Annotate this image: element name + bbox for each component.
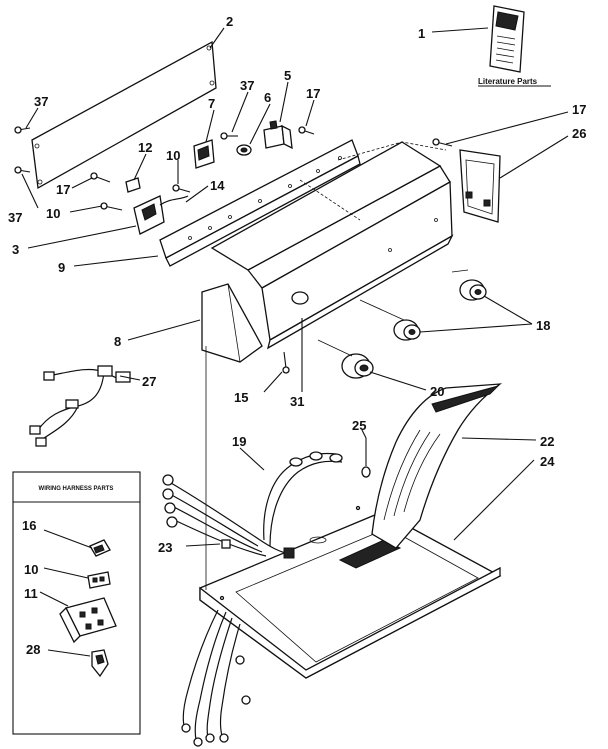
wire-harness-part xyxy=(29,365,131,447)
callout-7: 7 xyxy=(208,96,215,111)
callout-12: 12 xyxy=(138,140,152,155)
end-cap-right-part xyxy=(459,149,501,223)
callout-8: 8 xyxy=(114,334,121,349)
main-wire-harness-part xyxy=(162,451,343,559)
callout-6: 6 xyxy=(264,90,271,105)
terminal-part xyxy=(91,649,109,678)
callout-20: 20 xyxy=(430,384,444,399)
rear-panel-part xyxy=(31,40,217,190)
callout-22: 22 xyxy=(540,434,554,449)
callout-labels: 1 2 3 5 6 7 8 9 10 10 10 11 12 14 15 16 … xyxy=(8,14,586,657)
callout-27: 27 xyxy=(142,374,156,389)
clip-part xyxy=(221,539,231,549)
callout-37-left-top: 37 xyxy=(34,94,48,109)
bushing-part xyxy=(236,144,252,156)
wiring-harness-parts-box xyxy=(12,471,141,735)
callout-17-left: 17 xyxy=(56,182,70,197)
leader-lines xyxy=(21,27,569,657)
callout-16: 16 xyxy=(22,518,36,533)
terminal-block-part xyxy=(59,597,117,644)
callout-28: 28 xyxy=(26,642,40,657)
connector-part xyxy=(87,571,111,589)
callout-25: 25 xyxy=(352,418,366,433)
literature-parts-label: Literature Parts xyxy=(478,77,538,86)
callout-3: 3 xyxy=(12,242,19,257)
callout-9: 9 xyxy=(58,260,65,275)
dryer-top-panel-part xyxy=(199,505,502,679)
callout-17-top: 17 xyxy=(306,86,320,101)
callout-17-right: 17 xyxy=(572,102,586,117)
screw-icon xyxy=(14,126,31,174)
callout-37-left-bottom: 37 xyxy=(8,210,22,225)
harness-box-title: WIRING HARNESS PARTS xyxy=(39,486,114,492)
callout-19: 19 xyxy=(232,434,246,449)
callout-10-box: 10 xyxy=(24,562,38,577)
knob-icon xyxy=(341,353,374,379)
callout-26: 26 xyxy=(572,126,586,141)
callout-24: 24 xyxy=(540,454,555,469)
screw-icon xyxy=(90,126,453,211)
callout-31: 31 xyxy=(290,394,304,409)
lint-duct-part xyxy=(371,383,503,549)
fastener-part xyxy=(361,438,371,478)
console-panel-part xyxy=(210,141,454,350)
callout-10-upper: 10 xyxy=(166,148,180,163)
connector-part xyxy=(89,539,111,557)
clip-part xyxy=(125,177,141,193)
switch-assembly-part xyxy=(133,195,189,235)
callout-5: 5 xyxy=(284,68,291,83)
callout-37-top: 37 xyxy=(240,78,254,93)
callout-1: 1 xyxy=(418,26,425,41)
callout-11: 11 xyxy=(24,586,38,601)
switch-part xyxy=(193,139,215,169)
callout-2: 2 xyxy=(226,14,233,29)
literature-parts-booklet xyxy=(489,5,525,73)
callout-23: 23 xyxy=(158,540,172,555)
knob-icon xyxy=(393,319,421,341)
lower-wire-harness-part xyxy=(181,609,251,747)
console-end-cap-part xyxy=(201,283,263,363)
knob-icon xyxy=(459,279,487,301)
callout-15: 15 xyxy=(234,390,248,405)
callout-10-left: 10 xyxy=(46,206,60,221)
callout-14: 14 xyxy=(210,178,225,193)
relay-part xyxy=(263,120,293,150)
screw-icon xyxy=(282,351,290,374)
callout-18: 18 xyxy=(536,318,550,333)
control-mounting-bracket xyxy=(159,139,361,267)
